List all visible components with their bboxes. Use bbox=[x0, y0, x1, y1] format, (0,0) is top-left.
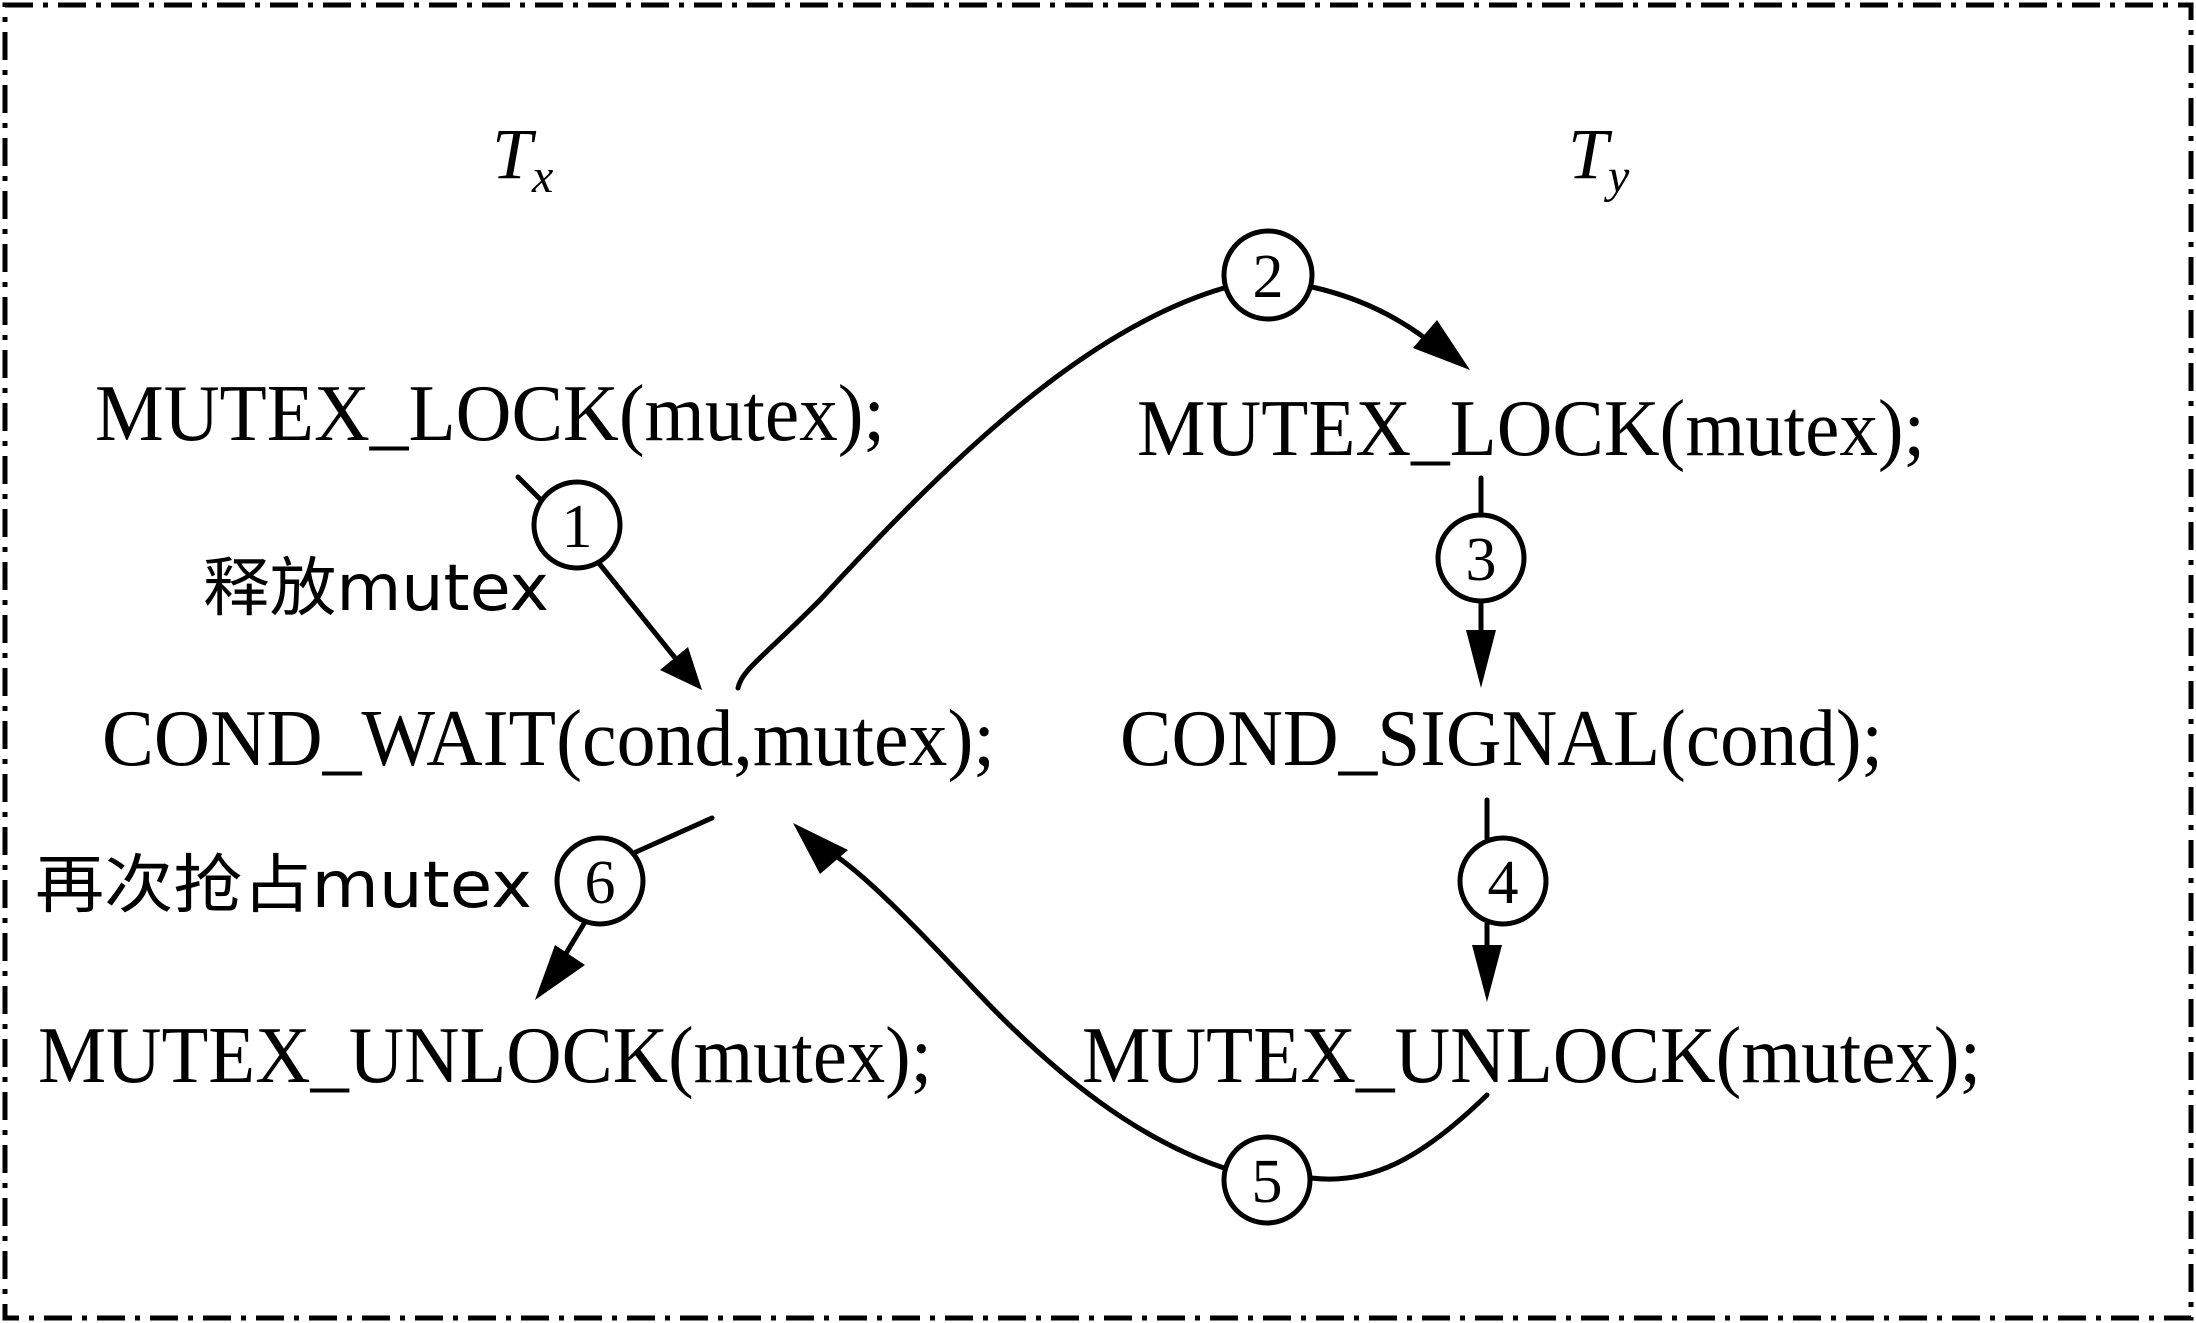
edge-step-5-in bbox=[1308, 1092, 1490, 1182]
arrowhead-step-6 bbox=[535, 945, 585, 1000]
arrowhead-step-1 bbox=[660, 647, 702, 690]
step-4-number: 4 bbox=[1488, 849, 1519, 917]
step-4-marker: 4 bbox=[1457, 835, 1549, 927]
step-3-number: 3 bbox=[1466, 526, 1497, 594]
step-5-marker: 5 bbox=[1221, 1134, 1313, 1226]
step-3-marker: 3 bbox=[1435, 512, 1527, 604]
left-cond-wait: COND_WAIT(cond,mutex); bbox=[102, 695, 995, 783]
edge-step-5-out bbox=[812, 840, 1227, 1171]
right-cond-signal: COND_SIGNAL(cond); bbox=[1120, 695, 1883, 783]
right-mutex-unlock: MUTEX_UNLOCK(mutex); bbox=[1082, 1012, 1981, 1100]
arrowhead-step-5 bbox=[793, 823, 848, 874]
arrowhead-step-4 bbox=[1472, 945, 1502, 1002]
edge-step-1-out bbox=[595, 559, 683, 667]
edge-step-6-in bbox=[633, 815, 715, 855]
step-6-marker: 6 bbox=[554, 835, 646, 927]
step-6-number: 6 bbox=[585, 849, 616, 917]
left-mutex-unlock: MUTEX_UNLOCK(mutex); bbox=[38, 1012, 932, 1100]
edge-step-2-in bbox=[735, 285, 1227, 691]
thread-ty-label: Ty bbox=[1568, 114, 1630, 203]
step-1-marker: 1 bbox=[531, 479, 623, 571]
left-mutex-lock: MUTEX_LOCK(mutex); bbox=[95, 370, 885, 458]
step-2-marker: 2 bbox=[1221, 228, 1315, 322]
thread-tx-label: Tx bbox=[492, 114, 553, 203]
arrowhead-step-3 bbox=[1466, 630, 1496, 688]
reacquire-mutex-label: 再次抢占mutex bbox=[35, 849, 532, 923]
step-1-number: 1 bbox=[562, 493, 593, 561]
arrowhead-step-2 bbox=[1413, 320, 1470, 370]
release-mutex-label: 释放mutex bbox=[203, 552, 549, 626]
right-mutex-lock: MUTEX_LOCK(mutex); bbox=[1137, 385, 1925, 473]
step-5-number: 5 bbox=[1252, 1148, 1283, 1216]
step-2-number: 2 bbox=[1253, 243, 1284, 311]
